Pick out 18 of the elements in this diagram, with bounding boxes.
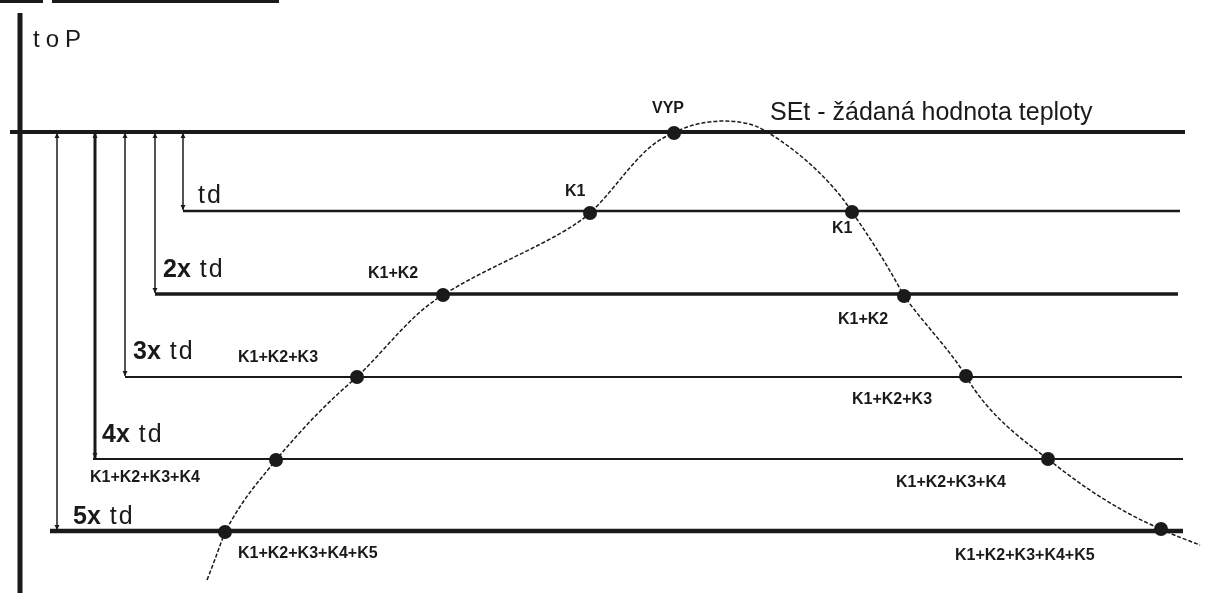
point-label: K1+K2+K3+K4+K5 xyxy=(238,545,378,561)
level-label: 4x td xyxy=(102,421,164,446)
point-label: K1+K2 xyxy=(838,311,889,327)
point-label: K1+K2+K3+K4 xyxy=(90,469,200,485)
level-label: 3x td xyxy=(133,338,195,363)
point-label: K1+K2 xyxy=(368,265,419,281)
point-label: K1+K2+K3 xyxy=(238,349,319,365)
setpoint-label: SEt - žádaná hodnota teploty xyxy=(770,99,1093,124)
point-label: K1 xyxy=(832,220,853,236)
point-label: K1+K2+K3+K4 xyxy=(896,474,1006,490)
point-label: K1+K2+K3 xyxy=(852,391,933,407)
level-label: td xyxy=(198,182,223,207)
point-label: VYP xyxy=(652,100,684,116)
level-label: 2x td xyxy=(163,256,225,281)
point-label: K1+K2+K3+K4+K5 xyxy=(955,547,1095,563)
level-label: 5x td xyxy=(73,503,135,528)
point-label: K1 xyxy=(565,183,586,199)
axis-label: toP xyxy=(33,27,88,51)
